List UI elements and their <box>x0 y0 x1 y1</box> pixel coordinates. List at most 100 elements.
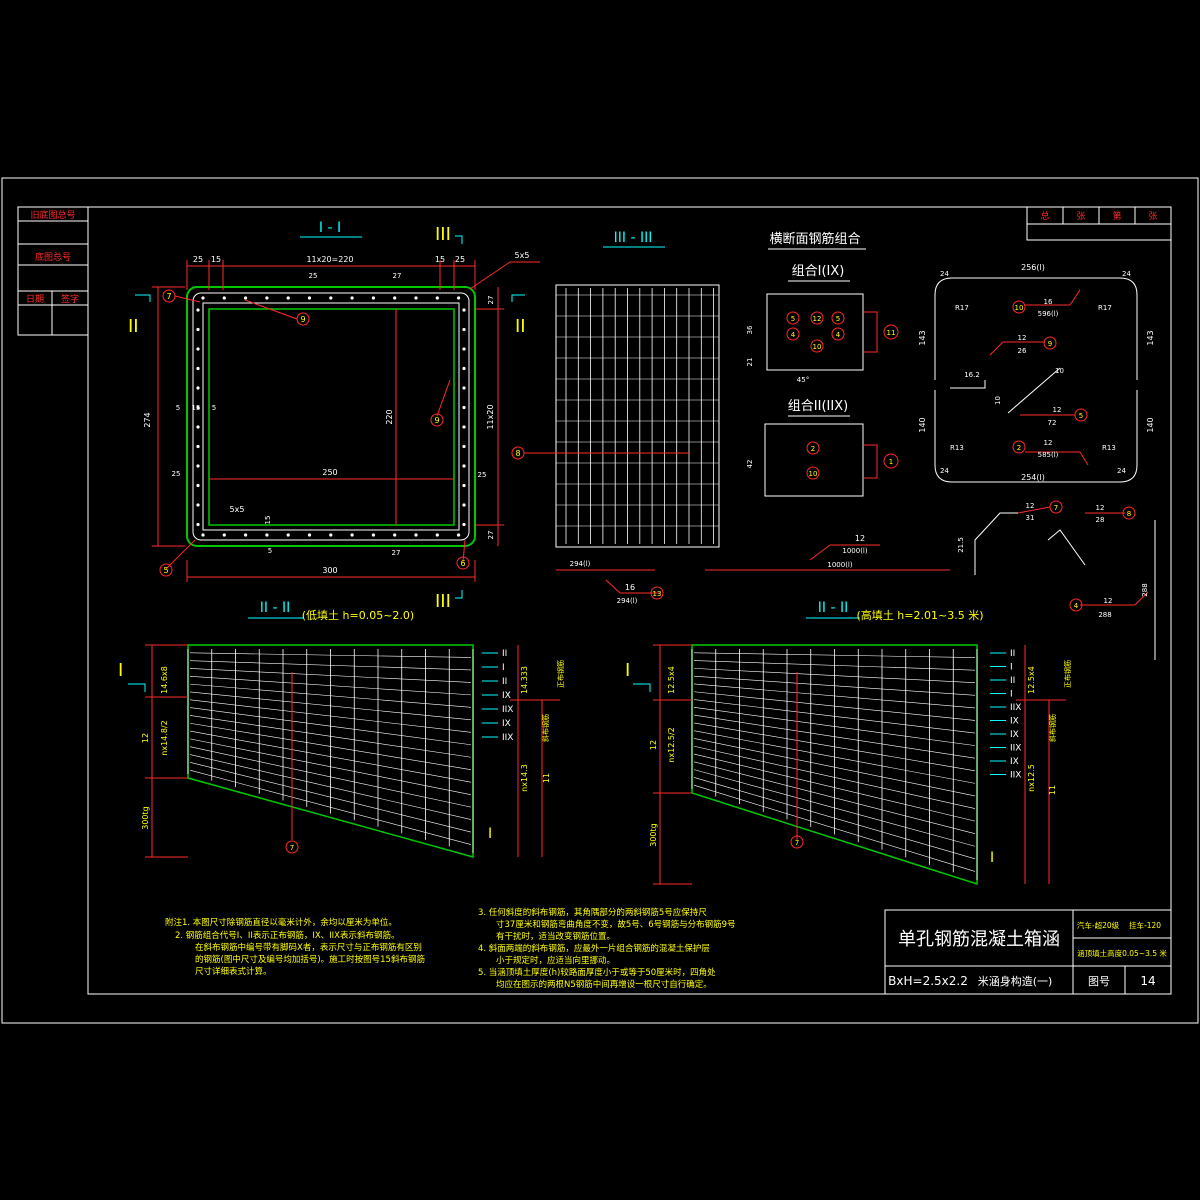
section-1-dim-lines <box>152 260 540 582</box>
rebar-dot-left <box>196 327 200 332</box>
rebar-dot-left <box>196 444 200 449</box>
shape-28: 28 <box>1096 516 1105 524</box>
dim-top-15a: 15 <box>211 255 221 264</box>
group-1-markers <box>786 311 845 353</box>
rebar-dots <box>196 296 466 537</box>
left-elev-a: 14.6x8 <box>160 666 169 694</box>
outer-rebar-cage <box>192 292 470 541</box>
row-tag: I <box>1010 690 1013 700</box>
note-2b: 在斜布钢筋中编号带有脚码X者，表示尺寸与正布钢筋有区别 <box>195 942 422 953</box>
outer-frame <box>1 177 1199 1024</box>
right-elev-a: 12.5x4 <box>667 666 676 694</box>
elev-horizontal-bar <box>189 660 472 671</box>
cut-arrow-2-right <box>511 294 525 302</box>
right-elev-g: nx12.5 <box>1027 764 1036 792</box>
bar-mark-5: 5 <box>163 566 168 575</box>
rebar-dot-top <box>286 296 290 300</box>
dim-inner-25: 25 <box>309 272 318 280</box>
shape-585: 585(l) <box>1038 451 1059 459</box>
elev-horizontal-bar <box>693 761 976 834</box>
section-3-title: III - III <box>614 230 653 246</box>
cut-mark-3-bottom: III <box>435 591 451 612</box>
dim-top-25a: 25 <box>193 255 203 264</box>
elev-horizontal-bar <box>189 722 472 771</box>
dim-inner-250: 250 <box>322 468 337 477</box>
row-tag: IX <box>502 691 511 701</box>
shape-140a: 140 <box>918 417 927 432</box>
row-tag: II <box>1010 676 1015 686</box>
elev-horizontal-bar <box>189 769 472 845</box>
shape-mark-5: 5 <box>1079 412 1083 420</box>
right-elev-d: 300tg <box>649 823 658 846</box>
section-2-left-note: (低填土 h=0.05~2.0) <box>302 608 414 622</box>
rebar-dot-top <box>307 296 312 300</box>
rebar-dot-bottom <box>244 533 248 537</box>
dim-chamfer: 5x5 <box>515 251 530 260</box>
shape-mark-9-circle <box>1043 336 1057 350</box>
note-5b: 均应在图示的两根N5钢筋中间再增设一根尺寸自行确定。 <box>496 979 712 990</box>
bar-mark-9b: 9 <box>434 416 439 425</box>
rebar-dot-top <box>201 296 205 300</box>
dim-right-27a: 27 <box>487 296 495 305</box>
rebar-dot-right <box>462 327 466 332</box>
shape-r13b: R13 <box>1102 444 1116 452</box>
section-2-right-dims <box>653 644 1066 885</box>
inner-frame <box>87 206 1172 995</box>
right-elev-e: 12.5x4 <box>1027 666 1036 694</box>
shape-288v: 288 <box>1141 583 1149 596</box>
note-4b: 小于规定时，应适当向里挪动。 <box>496 955 615 966</box>
rebar-dot-left <box>196 386 200 390</box>
cut-arrow-2-left <box>135 294 151 302</box>
dim-bottom-27: 27 <box>392 549 401 557</box>
marker-7-group: 7 <box>162 289 176 303</box>
elev-horizontal-bar <box>693 683 976 709</box>
group-1-mark-12: 12 <box>813 315 822 323</box>
rebar-dot-left <box>196 503 200 507</box>
elev-horizontal-bar <box>189 762 472 833</box>
rebar-dot-left <box>196 366 200 371</box>
shape-diagonal-bar <box>1007 367 1061 414</box>
elev-horizontal-bar <box>189 746 472 808</box>
left-elev-d: 300tg <box>141 806 150 829</box>
note-3c: 有干扰时，适当改变钢筋位置。 <box>496 931 615 942</box>
shape-596: 596(l) <box>1038 310 1059 318</box>
elev-horizontal-bar <box>693 675 976 696</box>
left-elev-mark-7-circle <box>285 840 299 854</box>
elev-horizontal-bar <box>189 730 472 783</box>
cross-combo-title: 横断面钢筋组合 <box>769 231 860 247</box>
rebar-dot-bottom <box>329 533 333 537</box>
dim-left-274: 274 <box>143 412 152 427</box>
dim-bottom-300: 300 <box>322 566 337 575</box>
row-tag: IX <box>1010 730 1019 740</box>
dim-right-25: 25 <box>478 471 487 479</box>
rebar-dot-bottom <box>350 533 354 537</box>
rebar-dot-left <box>196 308 200 312</box>
cut-mark-2-right: II <box>515 316 526 337</box>
rebar-dot-top <box>457 296 461 300</box>
title-fill-height: 涵顶填土高度0.05~3.5 米 <box>1077 948 1167 958</box>
rebar-dot-left <box>196 464 200 468</box>
group-2-side-bracket <box>863 444 878 479</box>
sec3-12: 12 <box>855 534 865 543</box>
rebar-dot-top <box>435 296 439 300</box>
section-1-leaders <box>165 295 466 570</box>
left-elev-h: 正布钢筋 <box>556 660 565 688</box>
elev-horizontal-bar <box>189 738 472 795</box>
group-1-mark-10: 10 <box>813 343 822 351</box>
shape-143a: 143 <box>918 330 927 345</box>
shape-mark-4: 4 <box>1074 602 1079 610</box>
rebar-dot-bottom <box>201 533 205 537</box>
elev-horizontal-bar <box>693 784 976 872</box>
elev-horizontal-bar <box>693 753 976 822</box>
sheet-count-block <box>1026 206 1172 241</box>
right-elev-mark-7-circle <box>790 835 804 849</box>
elev-horizontal-bar <box>189 683 472 708</box>
dim-left-5b: 5 <box>212 404 216 412</box>
bar-mark-9b-circle <box>430 413 444 427</box>
right-elev-f: 11 <box>1048 785 1057 795</box>
cut-mark-1-left: I <box>118 660 123 681</box>
dim-left-15: 15 <box>192 404 201 412</box>
shape-bar-8 <box>1047 529 1086 566</box>
